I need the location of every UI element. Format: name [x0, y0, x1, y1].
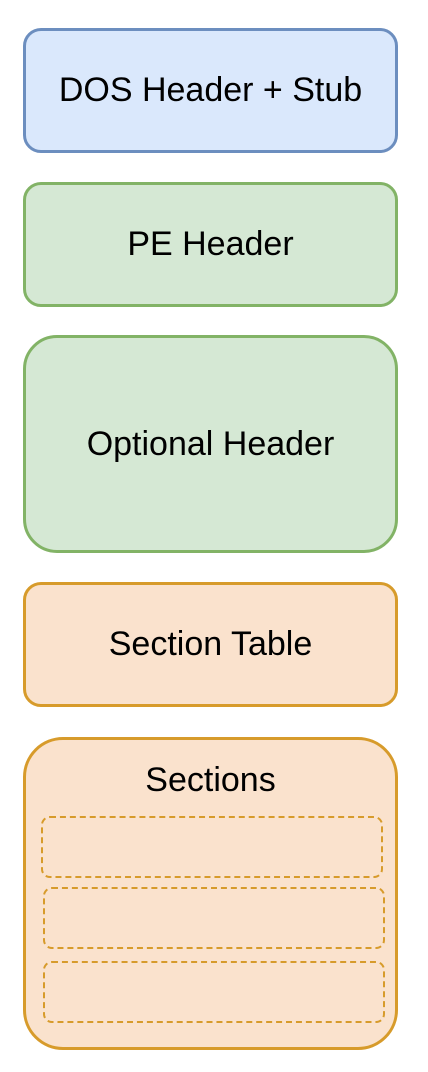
section-table-block: Section Table — [23, 582, 398, 707]
section-slot — [43, 961, 385, 1023]
pe-header-block: PE Header — [23, 182, 398, 307]
dos-header-block: DOS Header + Stub — [23, 28, 398, 153]
optional-header-block: Optional Header — [23, 335, 398, 553]
sections-block: Sections — [23, 737, 398, 1050]
section-slot — [41, 816, 383, 878]
section-slot — [43, 887, 385, 949]
section-table-label: Section Table — [108, 625, 313, 663]
pe-header-label: PE Header — [127, 225, 294, 263]
optional-header-label: Optional Header — [86, 424, 335, 463]
dos-header-label: DOS Header + Stub — [58, 71, 363, 109]
sections-label: Sections — [145, 761, 276, 799]
